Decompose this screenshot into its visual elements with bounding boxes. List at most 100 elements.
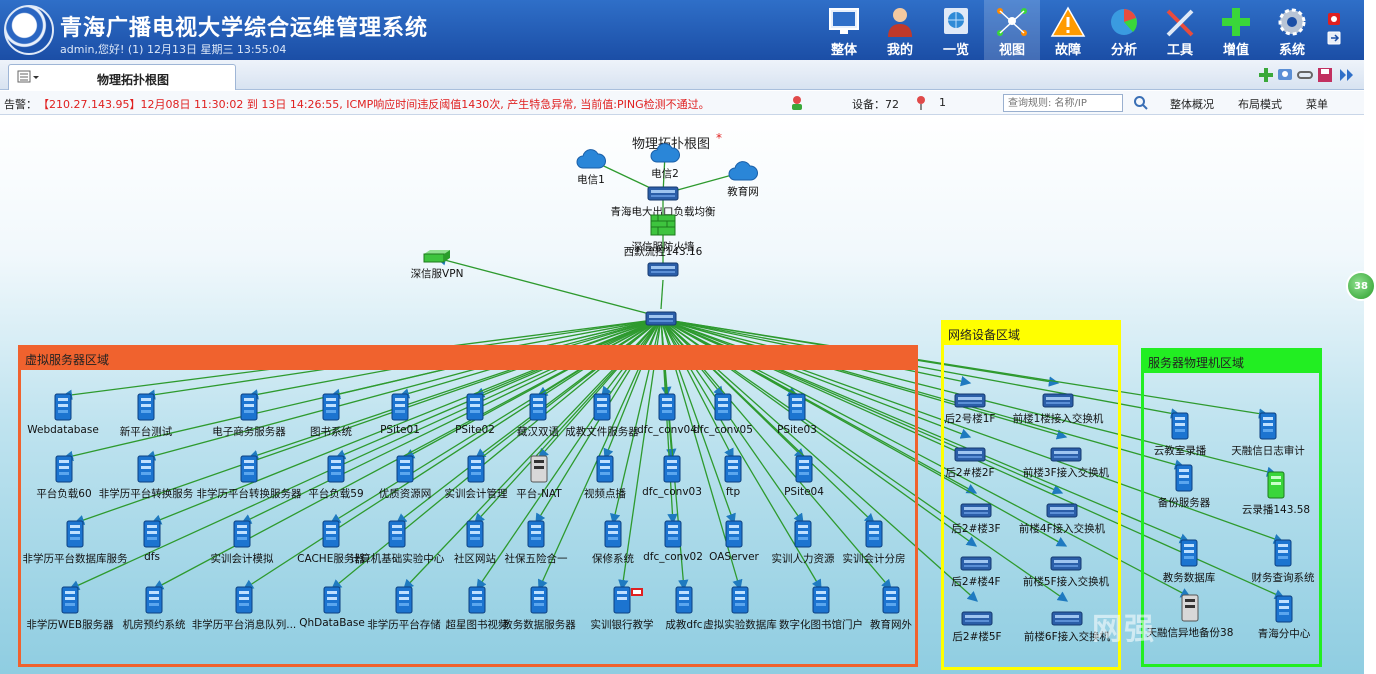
nav-gear[interactable]: 系统 [1264,0,1320,60]
topology-node[interactable]: 电信1 [576,149,606,186]
topology-node[interactable] [645,311,677,328]
topology-node[interactable]: 新平台测试 [120,393,172,438]
topology-node[interactable]: 财务查询系统 [1252,539,1315,584]
nav-pie-chart[interactable]: 分析 [1096,0,1152,60]
topology-node[interactable]: CACHE服务器 [297,520,365,565]
topology-node[interactable]: OAServer [709,520,759,563]
topology-node[interactable]: 非学历平台消息队列... [192,586,296,631]
tab-physical-topology[interactable]: 物理拓扑根图 [8,64,236,90]
topology-node[interactable]: 平台负载59 [308,455,364,500]
topology-node[interactable]: 非学历平台转换服务 [99,455,193,500]
topology-node[interactable]: 实训会计管理 [445,455,508,500]
topology-node[interactable]: 后2#楼2F [945,447,995,479]
region-network-devices[interactable]: 网络设备区域 [941,320,1121,670]
topology-node[interactable]: 非学历WEB服务器 [26,586,114,631]
topology-node[interactable]: 前楼3F接入交换机 [1023,447,1109,479]
topology-node[interactable]: 图书系统 [310,393,352,438]
topology-node[interactable]: 深信服防火墙 [632,214,695,253]
topology-node[interactable]: 教务数据库 [1163,539,1215,584]
node-label: OAServer [709,551,759,563]
topology-node[interactable]: 成教文件服务器 [565,393,639,438]
fault-marker-icon [917,96,925,110]
topology-node[interactable]: 云录播143.58 [1242,471,1310,516]
topology-node[interactable]: 虚拟实验数据库 [703,586,777,631]
topology-node[interactable]: dfc_conv02 [643,520,703,563]
nav-topology[interactable]: 视图 [984,0,1040,60]
topology-node[interactable]: dfc_conv05 [693,393,753,436]
topology-node[interactable]: PSite03 [777,393,817,436]
nav-user[interactable]: 我的 [872,0,928,60]
topology-node[interactable]: 教育网外 [870,586,912,631]
topology-node[interactable]: 超星图书视频 [446,586,509,631]
nav-plus[interactable]: 增值 [1208,0,1264,60]
topology-node[interactable]: 实训会计分房 [843,520,906,565]
topology-node[interactable]: 电子商务服务器 [212,393,286,438]
topology-node[interactable]: 平台负载60 [36,455,92,500]
topology-node[interactable]: 深信服VPN [411,250,463,280]
topology-node[interactable]: dfc_conv03 [642,455,702,498]
topology-node[interactable]: 实训会计模拟 [211,520,274,565]
topology-node[interactable]: 数字化图书馆门户 [779,586,863,631]
node-label: 青海电大出口负载均衡 [610,206,716,218]
view-toolbar[interactable] [1258,66,1358,84]
topology-node[interactable]: 备份服务器 [1158,464,1210,509]
topology-node[interactable]: 社区网站 [454,520,496,565]
topology-node[interactable]: 非学历平台存储 [367,586,441,631]
topology-node[interactable]: 后2号楼1F [945,393,995,425]
layout-mode-link[interactable]: 布局模式 [1238,98,1282,111]
topology-node[interactable]: 前楼4F接入交换机 [1019,503,1105,535]
topology-node[interactable]: 后2#楼5F [952,611,1002,643]
topology-node[interactable]: PSite01 [380,393,420,436]
topology-node[interactable]: 前楼6F接入交换机 [1024,611,1110,643]
topology-node[interactable]: ftp [724,455,742,498]
topology-node[interactable]: 平台-NAT [516,455,562,500]
overview-link[interactable]: 整体概况 [1170,98,1214,111]
topology-node[interactable]: 天融信异地备份38 [1147,594,1233,639]
topology-node[interactable]: 青海分中心 [1258,595,1310,640]
nav-globe-screen[interactable]: 一览 [928,0,984,60]
topology-node[interactable]: 实训银行教学 [591,586,654,631]
topology-node[interactable]: PSite02 [455,393,495,436]
topology-node[interactable]: 社保五险合一 [505,520,568,565]
topology-node[interactable]: 优质资源网 [379,455,431,500]
topology-node[interactable]: 教务数据服务器 [502,586,576,631]
topology-node[interactable]: 后2#楼3F [951,503,1001,535]
topology-node[interactable]: 实训人力资源 [772,520,835,565]
topology-node[interactable]: PSite04 [784,455,824,498]
topology-node[interactable]: 云教室录播 [1154,412,1206,457]
topology-node[interactable]: 西默流控143.16 [624,246,702,279]
search-input[interactable] [1003,94,1123,112]
topology-node[interactable]: dfs [143,520,161,563]
topology-node[interactable]: 天融信日志审计 [1231,412,1305,457]
side-counter-badge[interactable]: 38 [1346,271,1376,301]
node-label: QhDataBase [299,617,365,629]
topology-node[interactable]: 教育网 [727,161,759,198]
nav-monitor[interactable]: 整体 [816,0,872,60]
node-label: 机房预约系统 [122,619,186,631]
menu-link[interactable]: 菜单 [1306,98,1328,111]
topology-node[interactable]: 计算机基础实验中心 [350,520,444,565]
topology-node[interactable]: 青海电大出口负载均衡 [611,186,716,218]
topology-node[interactable]: dfc_conv04 [637,393,697,436]
corner-icons[interactable] [1326,12,1342,51]
topology-node[interactable]: 藏汉双语 [517,393,559,438]
topology-node[interactable]: 非学历平台数据库服务 [23,520,128,565]
search-icon[interactable] [1133,95,1149,111]
nav-tools[interactable]: 工具 [1152,0,1208,60]
topology-node[interactable]: 机房预约系统 [123,586,186,631]
topology-node[interactable]: 前楼5F接入交换机 [1023,556,1109,588]
topology-node[interactable]: Webdatabase [27,393,99,436]
region-virtual-servers[interactable]: 虚拟服务器区域 [18,345,918,667]
topology-node[interactable]: 电信2 [650,143,680,180]
alarm-message[interactable]: 【210.27.143.95】12月08日 11:30:02 到 13日 14:… [38,98,710,111]
topology-node[interactable]: 保修系统 [592,520,634,565]
topology-node[interactable]: 后2#楼4F [951,556,1001,588]
topology-node[interactable]: QhDataBase [299,586,365,629]
topology-node[interactable]: 前楼1楼接入交换机 [1013,393,1103,425]
topology-node[interactable]: 成教dfc [665,586,703,631]
topology-node[interactable]: 视频点播 [584,455,626,500]
nav-warning[interactable]: 故障 [1040,0,1096,60]
region-physical-servers[interactable]: 服务器物理机区域 [1141,348,1322,667]
topology-node[interactable]: 非学历平台转换服务器 [197,455,302,500]
